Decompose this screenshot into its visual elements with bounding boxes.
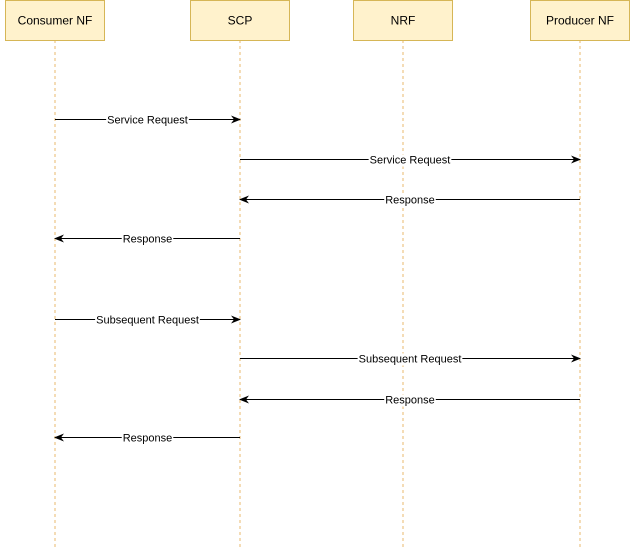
message-label: Response xyxy=(123,433,173,445)
message-5: Subsequent Request xyxy=(55,314,241,327)
message-label-background xyxy=(384,194,436,207)
message-label: Subsequent Request xyxy=(96,315,199,327)
participant-scp: SCP xyxy=(190,0,290,41)
participant-label: SCP xyxy=(228,14,253,28)
message-label-background xyxy=(121,233,174,246)
message-2: Service Request xyxy=(240,154,581,167)
message-7: Response xyxy=(239,394,580,407)
participant-label: Consumer NF xyxy=(18,14,93,28)
message-3: Response xyxy=(239,194,580,207)
message-label-background xyxy=(106,114,189,127)
message-label: Response xyxy=(385,195,435,207)
message-label-background xyxy=(368,154,452,167)
participant-box-producer xyxy=(530,0,630,41)
message-label: Subsequent Request xyxy=(359,354,462,366)
message-label-background xyxy=(384,394,436,407)
message-label: Service Request xyxy=(107,115,188,127)
message-8: Response xyxy=(54,432,240,445)
participant-box-consumer xyxy=(5,0,105,41)
participant-producer: Producer NF xyxy=(530,0,630,41)
message-1: Service Request xyxy=(55,114,241,127)
message-label-background xyxy=(357,353,463,366)
message-4: Response xyxy=(54,233,240,246)
participant-label: Producer NF xyxy=(546,14,614,28)
participant-consumer: Consumer NF xyxy=(5,0,105,41)
message-label: Response xyxy=(385,395,435,407)
message-label-background xyxy=(95,314,200,327)
message-6: Subsequent Request xyxy=(240,353,581,366)
message-label-background xyxy=(121,432,174,445)
message-label: Service Request xyxy=(370,155,451,167)
participant-label: NRF xyxy=(391,14,416,28)
participant-box-nrf xyxy=(353,0,453,41)
participant-nrf: NRF xyxy=(353,0,453,41)
participant-box-scp xyxy=(190,0,290,41)
lifelines xyxy=(54,40,581,548)
message-label: Response xyxy=(123,234,173,246)
participants: Consumer NF SCP NRF Producer NF xyxy=(5,0,630,41)
